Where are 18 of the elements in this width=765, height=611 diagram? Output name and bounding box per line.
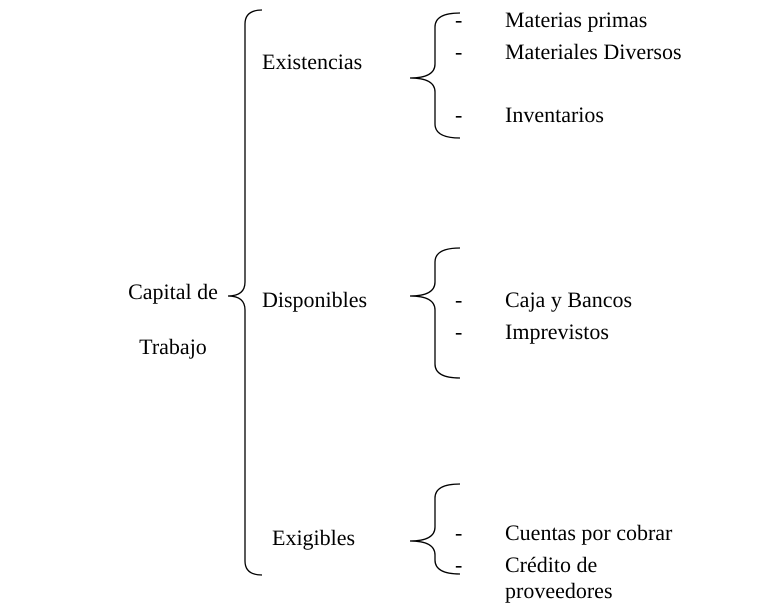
list-bullet: - — [455, 551, 462, 579]
list-item: Materias primas — [505, 6, 648, 34]
list-bullet: - — [455, 6, 462, 34]
list-item: Caja y Bancos — [505, 286, 632, 314]
list-item: Materiales Diversos — [505, 38, 682, 66]
list-bullet: - — [455, 286, 462, 314]
root-label: Capital de Trabajo — [128, 278, 218, 361]
list-bullet: - — [455, 38, 462, 66]
list-item: Imprevistos — [505, 318, 609, 346]
list-item: Crédito de proveedores — [505, 552, 614, 604]
category-label: Disponibles — [262, 286, 368, 314]
list-bullet: - — [455, 101, 462, 129]
category-label: Existencias — [262, 48, 362, 76]
list-item: Inventarios — [505, 101, 604, 129]
list-bullet: - — [455, 318, 462, 346]
list-item: Cuentas por cobrar — [505, 519, 672, 547]
category-label: Exigibles — [272, 524, 356, 552]
list-bullet: - — [455, 519, 462, 547]
